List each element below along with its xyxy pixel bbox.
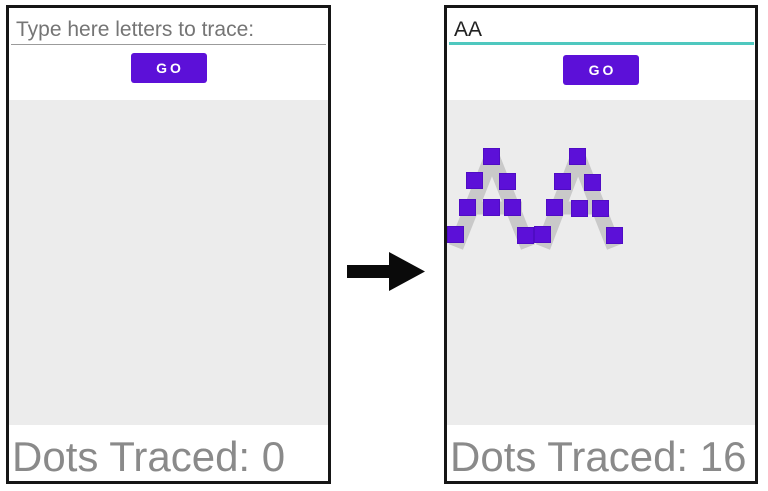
trace-dot[interactable] bbox=[447, 226, 464, 243]
go-button[interactable]: GO bbox=[130, 53, 207, 83]
trace-dot[interactable] bbox=[571, 200, 588, 217]
input-underline bbox=[11, 44, 326, 45]
app-screen-before: Type here letters to trace: GO Dots Trac… bbox=[6, 5, 331, 484]
transition-arrow-icon bbox=[347, 252, 425, 291]
go-button[interactable]: GO bbox=[563, 55, 639, 85]
trace-dot[interactable] bbox=[517, 227, 534, 244]
trace-dot[interactable] bbox=[483, 199, 500, 216]
letters-input[interactable]: Type here letters to trace: bbox=[16, 18, 255, 41]
trace-dot[interactable] bbox=[584, 174, 601, 191]
trace-dot[interactable] bbox=[534, 226, 551, 243]
trace-dot[interactable] bbox=[546, 199, 563, 216]
tracing-canvas[interactable] bbox=[447, 100, 755, 425]
tracing-canvas[interactable] bbox=[9, 100, 328, 425]
input-underline-focused bbox=[449, 42, 754, 45]
trace-dot[interactable] bbox=[483, 148, 500, 165]
dots-traced-counter: Dots Traced: 0 bbox=[12, 433, 286, 480]
trace-dot[interactable] bbox=[554, 173, 571, 190]
app-screen-after: AA GO Dots Traced: 16 bbox=[444, 5, 758, 484]
trace-dot[interactable] bbox=[606, 227, 623, 244]
trace-dot[interactable] bbox=[466, 172, 483, 189]
letters-input[interactable]: AA bbox=[454, 18, 483, 41]
trace-dot[interactable] bbox=[499, 173, 516, 190]
trace-dot[interactable] bbox=[569, 148, 586, 165]
trace-dot[interactable] bbox=[592, 200, 609, 217]
trace-dot[interactable] bbox=[459, 199, 476, 216]
dots-traced-counter: Dots Traced: 16 bbox=[450, 433, 747, 480]
trace-dot[interactable] bbox=[504, 199, 521, 216]
